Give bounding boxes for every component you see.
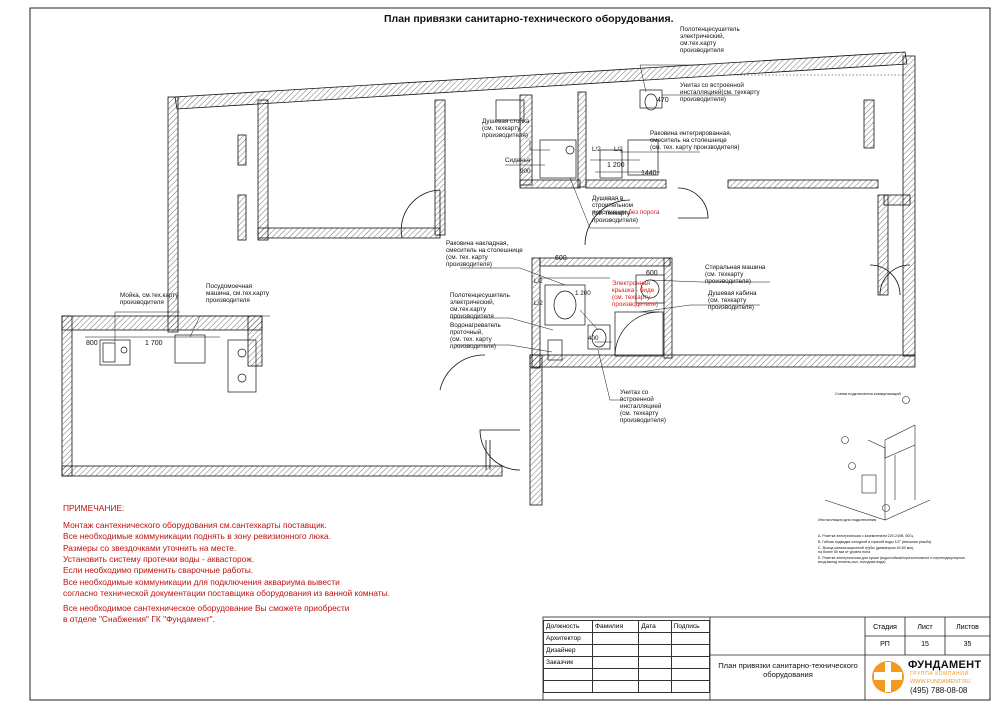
stamp-header: Подпись	[670, 620, 711, 633]
note-line: Все необходимые коммуникации для подключ…	[63, 576, 340, 587]
stamp-sheets: 35	[963, 641, 972, 648]
notes-list: Монтаж сантехнического оборудования см.с…	[63, 520, 533, 599]
dim-1200-a: 1 200	[607, 162, 625, 169]
company-name: ФУНДАМЕНТ	[908, 659, 982, 671]
fixtures	[99, 89, 665, 393]
scheme-legend-item: А. Розетка электрическая с заземлением 2…	[818, 534, 914, 538]
note-shop-2: в отделе "Снабжения" ГК "Фундамент".	[63, 614, 215, 624]
dim-1200-b: 1 200	[575, 290, 591, 297]
label-sink: Мойка, см.тех.карту производителя	[120, 292, 179, 307]
dim-600-a: 600	[555, 255, 567, 262]
label-shower-built: Душевая в строительном исполнении,без по…	[592, 188, 659, 216]
stamp-sheets-header: Листов	[956, 624, 979, 631]
shower-built-text: Душевая в строительном исполнении,	[592, 195, 633, 217]
scheme-legend: А. Розетка электрическая с заземлением 2…	[818, 534, 968, 564]
note-shop-1: Все необходимое сантехническое оборудова…	[63, 603, 350, 613]
scheme-legend-item: В. Гибкая подводка холодной и горячей во…	[818, 540, 932, 545]
leader-lines	[114, 64, 770, 401]
company-sub: ГРУППА КОМПАНИЙ	[910, 671, 969, 677]
scheme-legend-item: Е. Розетка электрическая для сушки (водо…	[818, 556, 966, 565]
label-shower-cabin: Душевая кабина (см. техкарту производите…	[708, 290, 757, 312]
scheme-drawing	[824, 396, 931, 521]
note-line: Все необходимые коммуникации поднять в з…	[63, 531, 331, 542]
dim-1440: 1440	[641, 170, 657, 177]
stamp-header: Должность	[542, 620, 594, 633]
note-line: Размеры со звездочками уточнить на месте…	[63, 542, 237, 553]
scheme-caption: Инсталляция для подключения	[818, 517, 877, 522]
stamp-header: Дата	[638, 620, 672, 633]
stamp-role: Дизайнер	[542, 644, 594, 657]
stamp-stage: РП	[880, 641, 890, 648]
label-basin-overlay: Раковина накладная, смеситель на столешн…	[446, 240, 523, 269]
dim-l2-c: L/2	[534, 278, 543, 285]
stamp-role: Архитектор	[542, 632, 594, 645]
notes-heading: ПРИМЕЧАНИЕ:	[63, 503, 125, 513]
no-threshold-text: без порога	[628, 209, 660, 217]
stamp-table: Должность Фамилия Дата Подпись Архитекто…	[542, 620, 711, 693]
dim-l2-a: L/2	[592, 146, 601, 153]
label-basin-integrated: Раковина интегрированная, смеситель на с…	[650, 130, 740, 152]
note-line: Монтаж сантехнического оборудования см.с…	[63, 520, 327, 530]
stamp-row: Заказчик	[542, 656, 711, 669]
dim-900: 900	[520, 168, 531, 175]
stamp-doc-title: План привязки санитарно-технического обо…	[718, 661, 858, 679]
note-line: согласно технической документации постав…	[63, 588, 390, 599]
scheme-title: Схема подключения коммуникаций	[835, 391, 901, 396]
label-toilet-2: Унитаз со встроенной инсталляцией (см. т…	[620, 389, 666, 425]
stamp-sheet: 15	[921, 641, 929, 648]
sheet-title: План привязки санитарно-технического обо…	[384, 13, 674, 25]
dimension-lines	[85, 74, 910, 343]
label-toilet-1: Унитаз со встроенной инсталляцией(см. те…	[680, 82, 760, 104]
dim-l2-d: L/2	[534, 300, 543, 307]
stamp-row: Архитектор	[542, 632, 711, 645]
stamp-role: Заказчик	[542, 656, 594, 669]
dim-800: 800	[86, 340, 98, 347]
label-towel-dryer-1: Полотенцесушитель электрический, см.тех.…	[680, 26, 740, 55]
label-shower-rack: Душевая стойка (см. техкарту производите…	[482, 118, 530, 140]
stamp-row	[542, 680, 711, 693]
dim-600-b: 600	[646, 270, 658, 277]
stamp-row	[542, 668, 711, 681]
stamp-row: Дизайнер	[542, 644, 711, 657]
fundament-logo	[872, 661, 904, 693]
dim-400: 400	[588, 335, 599, 342]
label-seat: Сиденье	[505, 157, 531, 164]
label-shower-built-see: (см. техкарту производителя)	[592, 210, 638, 225]
stamp-header: Фамилия	[592, 620, 640, 633]
company-site: WWW.FUNDAMENT.RU	[910, 679, 971, 685]
scheme-legend-item: С. Выход канализационной трубы (диаметро…	[818, 546, 914, 555]
label-washing-machine: Стиральная машина (см. техкарту производ…	[705, 264, 766, 286]
label-electronic-lid: Электронная крышка - биде (см. техкарту …	[612, 280, 658, 309]
note-line: Установить систему протечки воды - аквас…	[63, 554, 255, 565]
dim-470: 470	[657, 97, 669, 104]
label-dishwasher: Посудомоечная машина, см.тех.карту произ…	[206, 283, 270, 305]
stamp-sheet-header: Лист	[917, 624, 933, 631]
company-phone: (495) 788-08-08	[910, 686, 968, 695]
stamp-header-row: Должность Фамилия Дата Подпись	[542, 620, 711, 633]
label-water-heater: Водонагреватель проточный, (см. тех. кар…	[450, 322, 501, 351]
stamp-stage-header: Стадия	[873, 624, 897, 631]
note-line: Если необходимо применить сварочные рабо…	[63, 565, 254, 576]
dim-1700: 1 700	[145, 340, 163, 347]
dim-l2-b: L/2	[614, 146, 623, 153]
label-towel-dryer-2: Полотенцесушитель электрический, см.тех.…	[450, 292, 510, 321]
openings	[400, 187, 911, 471]
